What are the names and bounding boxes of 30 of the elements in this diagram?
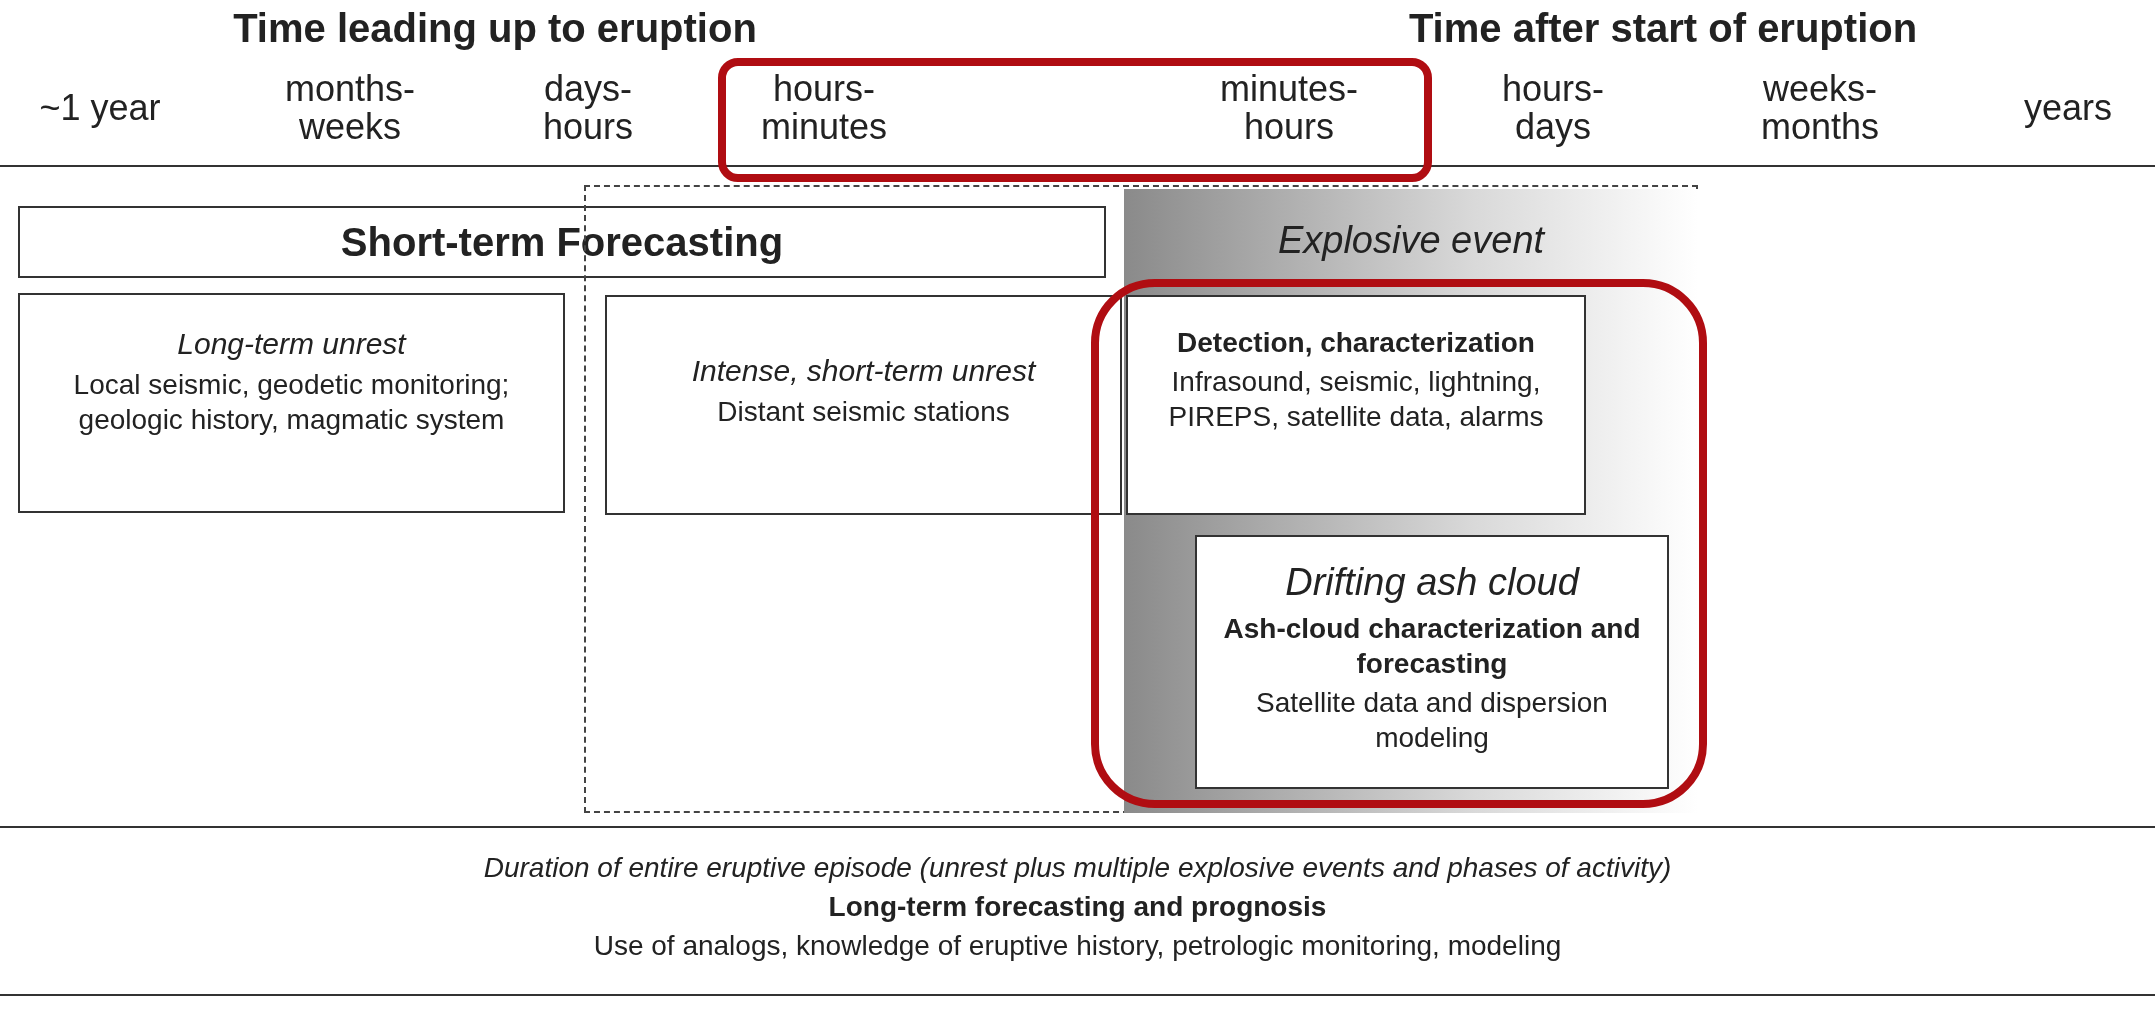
time-label: years xyxy=(2023,89,2113,127)
box-text: Use of analogs, knowledge of eruptive history, petrologic monitoring, modeling xyxy=(592,929,1563,963)
box-heading: Long-term unrest xyxy=(176,326,408,362)
box-text: Satellite data and dispersion modeling xyxy=(1255,685,1609,755)
time-label: ~1 year xyxy=(38,89,162,127)
time-label: months- weeks xyxy=(283,70,416,146)
time-label: days- hours xyxy=(541,70,635,146)
process-box xyxy=(1126,295,1586,515)
heading-box xyxy=(18,206,1106,278)
time-label: hours- minutes xyxy=(759,70,889,146)
box-heading: Drifting ash cloud xyxy=(1284,560,1581,605)
axis-title: Time leading up to eruption xyxy=(233,7,757,49)
box-heading: Explosive event xyxy=(1276,218,1547,263)
box-text: Distant seismic stations xyxy=(716,394,1011,429)
box-heading: Short-term Forecasting xyxy=(340,219,784,266)
box-heading: Duration of entire eruptive episode (unrest plus multiple explosive events and phases of activity) xyxy=(482,851,1673,885)
box-heading: Detection, characterization xyxy=(1176,326,1536,360)
axis-title: Time after start of eruption xyxy=(1408,7,1918,49)
process-box xyxy=(605,295,1122,515)
time-label: weeks- months xyxy=(1759,70,1881,146)
box-text: Ash-cloud characterization and forecasting xyxy=(1222,611,1642,681)
shaded-band xyxy=(1124,189,1698,813)
box-text: Local seismic, geodetic monitoring; geologic history, magmatic system xyxy=(72,367,511,437)
box-text: Long-term forecasting and prognosis xyxy=(827,890,1328,924)
box-heading: Intense, short-term unrest xyxy=(690,353,1038,389)
process-box xyxy=(1195,535,1669,789)
box-text: Infrasound, seismic, lightning, PIREPS, satellite data, alarms xyxy=(1167,365,1545,434)
process-box xyxy=(18,293,565,513)
time-label: hours- days xyxy=(1500,70,1605,146)
time-label: minutes- hours xyxy=(1218,70,1359,146)
